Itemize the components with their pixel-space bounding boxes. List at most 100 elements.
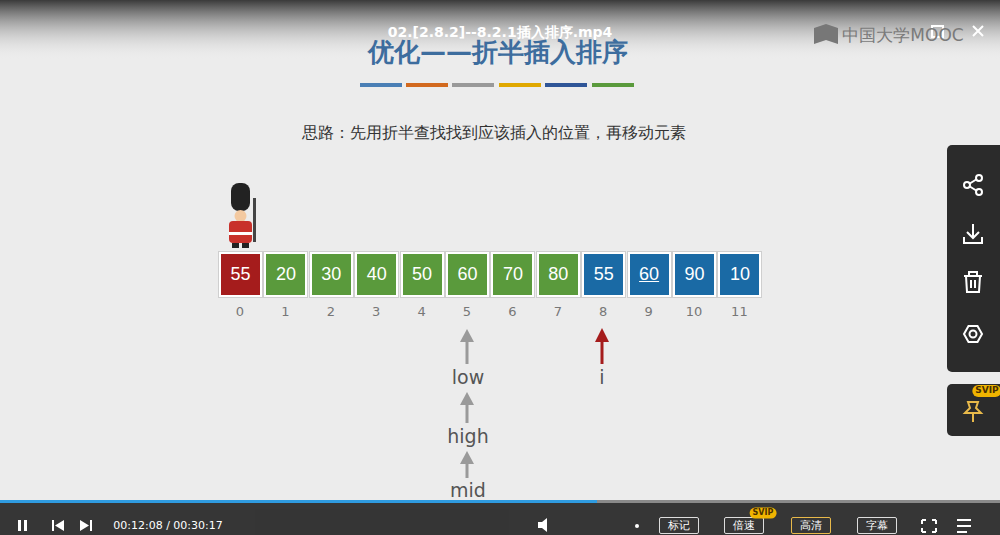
guard-rifle <box>253 198 256 242</box>
index-number: 11 <box>731 305 748 319</box>
pointer-label: high <box>447 426 488 447</box>
settings-icon <box>964 326 982 342</box>
control-icons <box>18 518 971 532</box>
guard-face <box>235 210 247 222</box>
cell-fill: 55 <box>221 254 260 295</box>
download-icon <box>964 224 982 243</box>
file-name: 02.[2.8.2]--8.2.1插入排序.mp4 <box>388 25 613 40</box>
volume-icon <box>538 518 547 532</box>
index-number: 5 <box>463 305 471 319</box>
title-bars <box>360 83 634 87</box>
pointer-label: low <box>452 367 484 388</box>
array-cell: 40 <box>354 251 399 298</box>
pin-panel <box>947 384 1000 436</box>
pointer-arrows <box>460 329 474 478</box>
index-number: 1 <box>281 305 289 319</box>
cell-fill: 10 <box>720 254 759 295</box>
array-cell: 10 <box>717 251 762 298</box>
index-number: 3 <box>372 305 380 319</box>
share-icon <box>969 179 977 191</box>
title-bar <box>592 83 634 87</box>
title-bar <box>545 83 587 87</box>
cell-value: 60 <box>639 264 659 285</box>
high-arrow-head <box>460 392 474 405</box>
guard-belt <box>229 232 252 235</box>
guard-boot <box>242 243 249 248</box>
index-number: 4 <box>417 305 425 319</box>
side-icons <box>964 175 982 342</box>
array-cell: 60 <box>627 251 672 298</box>
array-cell: 80 <box>536 251 581 298</box>
low-arrow <box>466 340 469 364</box>
control-button: 字幕 <box>857 517 897 534</box>
settings-icon <box>970 331 977 338</box>
index-number: 2 <box>327 305 335 319</box>
cell-value: 60 <box>457 264 477 285</box>
pause-icon <box>18 520 21 531</box>
index-number: 9 <box>644 305 652 319</box>
pointer-label: mid <box>450 480 486 501</box>
title-bar <box>406 83 448 87</box>
cell-fill: 90 <box>675 254 714 295</box>
idea-note: 思路：先用折半查找找到应该插入的位置，再移动元素 <box>302 124 686 142</box>
cell-fill: 60 <box>448 254 487 295</box>
cell-value: 90 <box>684 264 704 285</box>
cell-fill: 70 <box>493 254 532 295</box>
cell-fill: 20 <box>266 254 305 295</box>
index-number: 10 <box>686 305 703 319</box>
cell-fill: 55 <box>584 254 623 295</box>
prev-icon <box>52 520 64 531</box>
button-label: 高清 <box>800 520 822 531</box>
next-icon <box>80 520 92 531</box>
trash-icon <box>964 272 982 292</box>
cell-value: 20 <box>276 264 296 285</box>
array-cell: 55 <box>218 251 263 298</box>
i-arrow-head <box>595 328 609 342</box>
mid-arrow <box>466 462 469 478</box>
logo-text: 中国大学MOOC <box>842 26 963 45</box>
cell-value: 80 <box>548 264 568 285</box>
index-number: 0 <box>236 305 244 319</box>
cell-value: 50 <box>412 264 432 285</box>
cell-fill: 50 <box>403 254 442 295</box>
cell-value: 55 <box>230 264 250 285</box>
cell-value: 40 <box>367 264 387 285</box>
fullscreen-icon <box>922 520 936 532</box>
control-button: 标记 <box>659 517 699 534</box>
guard-hat <box>231 183 250 211</box>
progress-track <box>0 500 1000 503</box>
cell-fill: 60 <box>630 254 669 295</box>
high-arrow <box>466 403 469 423</box>
array-cell: 60 <box>445 251 490 298</box>
svip-badge: SVIP <box>972 385 1000 397</box>
close-icon <box>973 26 983 36</box>
cell-value: 70 <box>503 264 523 285</box>
side-panel <box>947 145 1000 372</box>
cell-fill: 80 <box>539 254 578 295</box>
time-display: 00:12:08 / 00:30:17 <box>113 520 223 532</box>
svip-badge: SVIP <box>750 508 777 519</box>
title-bar <box>452 83 494 87</box>
logo-icon <box>814 24 838 44</box>
cell-value: 30 <box>321 264 341 285</box>
low-arrow-head <box>460 329 474 342</box>
pause-icon <box>24 520 27 531</box>
i-arrow <box>601 340 604 364</box>
mid-arrow-head <box>460 451 474 464</box>
pin-icon <box>965 402 981 422</box>
guard-coat <box>229 221 252 243</box>
guard-boot <box>232 243 239 248</box>
array-cell: 50 <box>400 251 445 298</box>
cell-value: 10 <box>730 264 750 285</box>
array-cell: 20 <box>263 251 308 298</box>
dot-icon <box>635 524 639 528</box>
button-label: 倍速 <box>733 520 755 531</box>
array-cell: 90 <box>672 251 717 298</box>
index-number: 8 <box>599 305 607 319</box>
index-number: 6 <box>508 305 516 319</box>
control-button: 倍速 <box>724 517 764 534</box>
cell-fill: 40 <box>357 254 396 295</box>
title-bar <box>499 83 541 87</box>
pointer-label: i <box>599 367 604 388</box>
